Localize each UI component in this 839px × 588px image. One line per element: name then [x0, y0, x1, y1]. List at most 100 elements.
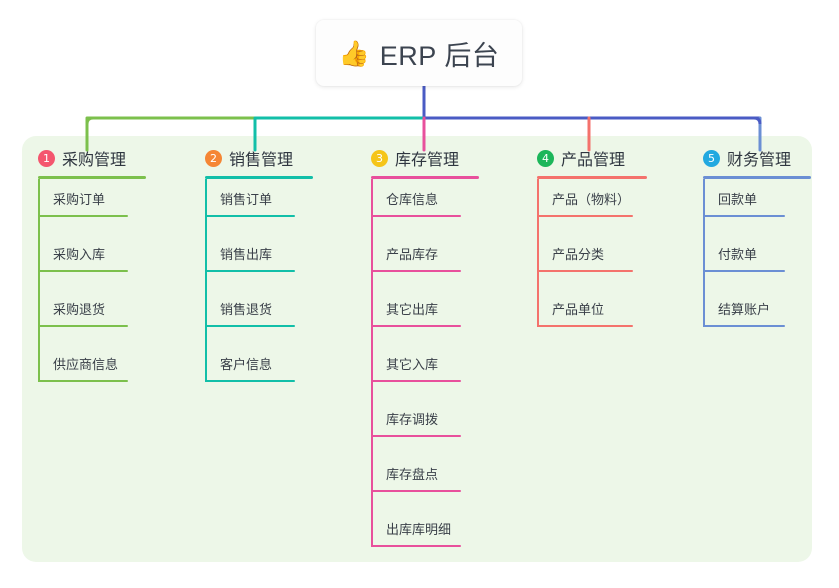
- branch-header[interactable]: 4 产品管理: [537, 146, 647, 170]
- trunk-corner: [753, 116, 762, 125]
- leaf-list: 产品（物料） 产品分类产品单位: [537, 179, 647, 344]
- leaf-label: 库存调拨: [386, 412, 439, 427]
- branch-title: 销售管理: [229, 152, 294, 169]
- leaf-label: 结算账户: [718, 302, 771, 317]
- leaf-underline: [703, 270, 785, 272]
- branch-underline: [537, 176, 647, 179]
- branch-header[interactable]: 2 销售管理: [205, 146, 313, 170]
- branch-column: 4 产品管理产品（物料） 产品分类产品单位: [537, 146, 647, 344]
- leaf-item[interactable]: 产品（物料）: [537, 179, 647, 234]
- leaf-item[interactable]: 销售出库: [205, 234, 313, 289]
- leaf-item[interactable]: 付款单: [703, 234, 811, 289]
- leaf-underline: [205, 380, 295, 382]
- leaf-item[interactable]: 其它入库: [371, 344, 479, 399]
- leaf-label: 付款单: [718, 247, 758, 262]
- leaf-label: 产品单位: [552, 302, 605, 317]
- branch-spine: [371, 179, 373, 547]
- leaf-item[interactable]: 库存盘点: [371, 454, 479, 509]
- branch-header[interactable]: 5 财务管理: [703, 146, 811, 170]
- leaf-underline: [38, 325, 128, 327]
- branch-index-badge: 1: [38, 149, 55, 167]
- root-title: ERP 后台: [379, 40, 500, 71]
- leaf-label: 销售订单: [220, 192, 273, 207]
- leaf-underline: [371, 380, 461, 382]
- leaf-item[interactable]: 采购订单: [38, 179, 146, 234]
- branch-title: 采购管理: [62, 152, 127, 169]
- branch-index-badge: 5: [703, 149, 720, 167]
- leaf-item[interactable]: 销售订单: [205, 179, 313, 234]
- branch-index-badge: 3: [371, 149, 388, 167]
- branch-spine: [537, 179, 539, 327]
- branch-index-badge: 2: [205, 149, 222, 167]
- branch-spine: [205, 179, 207, 382]
- leaf-label: 销售出库: [220, 247, 273, 262]
- leaf-label: 回款单: [718, 192, 758, 207]
- leaf-underline: [537, 270, 633, 272]
- leaf-underline: [38, 215, 128, 217]
- leaf-underline: [371, 545, 461, 547]
- leaf-label: 库存盘点: [386, 467, 439, 482]
- leaf-label: 其它出库: [386, 302, 439, 317]
- leaf-underline: [205, 270, 295, 272]
- branch-title: 产品管理: [561, 152, 626, 169]
- leaf-item[interactable]: 销售退货: [205, 289, 313, 344]
- leaf-label: 客户信息: [220, 357, 273, 372]
- leaf-label: 仓库信息: [386, 192, 439, 207]
- leaf-label: 其它入库: [386, 357, 439, 372]
- leaf-item[interactable]: 库存调拨: [371, 399, 479, 454]
- root-node-inner: 👍 ERP 后台: [339, 34, 500, 73]
- leaf-item[interactable]: 客户信息: [205, 344, 313, 399]
- leaf-item[interactable]: 回款单: [703, 179, 811, 234]
- leaf-list: 回款单付款单结算账户: [703, 179, 811, 344]
- branch-underline: [38, 176, 146, 179]
- branch-underline: [703, 176, 811, 179]
- leaf-item[interactable]: 产品单位: [537, 289, 647, 344]
- leaf-item[interactable]: 产品库存: [371, 234, 479, 289]
- leaf-label: 供应商信息: [53, 357, 119, 372]
- leaf-underline: [371, 270, 461, 272]
- leaf-item[interactable]: 采购入库: [38, 234, 146, 289]
- leaf-label: 产品库存: [386, 247, 439, 262]
- leaf-item[interactable]: 出库库明细: [371, 509, 479, 564]
- leaf-item[interactable]: 产品分类: [537, 234, 647, 289]
- leaf-item[interactable]: 结算账户: [703, 289, 811, 344]
- leaf-underline: [38, 270, 128, 272]
- branch-title: 财务管理: [727, 152, 792, 169]
- leaf-item[interactable]: 采购退货: [38, 289, 146, 344]
- leaf-label: 采购退货: [53, 302, 106, 317]
- branch-column: 5 财务管理回款单付款单结算账户: [703, 146, 811, 344]
- leaf-underline: [371, 435, 461, 437]
- leaf-underline: [537, 325, 633, 327]
- branch-spine: [38, 179, 40, 382]
- leaf-label: 采购入库: [53, 247, 106, 262]
- leaf-underline: [205, 215, 295, 217]
- branch-index-badge: 4: [537, 149, 554, 167]
- branch-column: 3 库存管理仓库信息产品库存其它出库其它入库库存调拨库存盘点出库库明细: [371, 146, 479, 564]
- leaf-underline: [703, 215, 785, 217]
- branch-underline: [371, 176, 479, 179]
- leaf-label: 产品分类: [552, 247, 605, 262]
- leaf-underline: [205, 325, 295, 327]
- leaf-label: 采购订单: [53, 192, 106, 207]
- leaf-item[interactable]: 仓库信息: [371, 179, 479, 234]
- branch-spine: [703, 179, 705, 327]
- leaf-item[interactable]: 其它出库: [371, 289, 479, 344]
- leaf-list: 仓库信息产品库存其它出库其它入库库存调拨库存盘点出库库明细: [371, 179, 479, 564]
- root-node[interactable]: 👍 ERP 后台: [316, 20, 522, 86]
- leaf-underline: [38, 380, 128, 382]
- leaf-label: 销售退货: [220, 302, 273, 317]
- leaf-item[interactable]: 供应商信息: [38, 344, 146, 399]
- trunk-corner: [85, 116, 94, 125]
- branch-underline: [205, 176, 313, 179]
- branch-header[interactable]: 3 库存管理: [371, 146, 479, 170]
- branch-title: 库存管理: [395, 152, 460, 169]
- branch-header[interactable]: 1 采购管理: [38, 146, 146, 170]
- leaf-underline: [703, 325, 785, 327]
- leaf-underline: [371, 215, 461, 217]
- thumbs-up-icon: 👍: [338, 39, 370, 68]
- leaf-label: 产品（物料）: [552, 192, 631, 207]
- branch-column: 1 采购管理采购订单采购入库采购退货供应商信息: [38, 146, 146, 399]
